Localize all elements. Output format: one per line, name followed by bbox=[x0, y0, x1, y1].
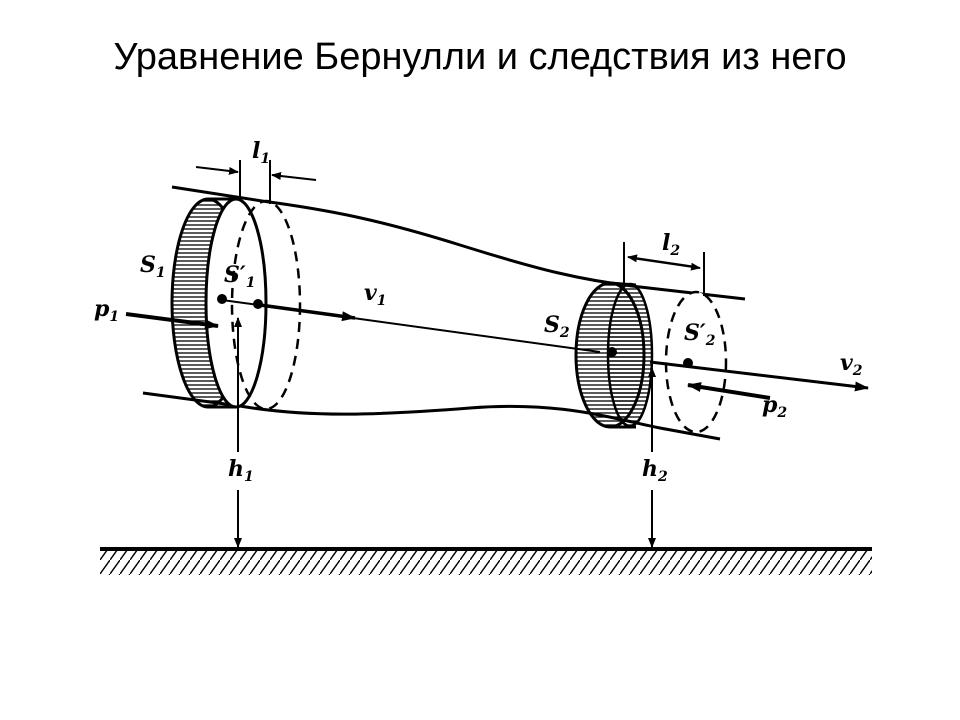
slide-title: Уравнение Бернулли и следствия из него bbox=[113, 36, 847, 78]
label-s2: S2 bbox=[544, 312, 570, 341]
label-s1: S1 bbox=[140, 252, 166, 281]
label-l1: l1 bbox=[252, 138, 270, 167]
left-fluid-slab bbox=[170, 197, 302, 411]
label-v1: v1 bbox=[364, 280, 387, 309]
label-p2: p2 bbox=[762, 392, 787, 421]
s1p-centre-point bbox=[253, 299, 263, 309]
label-h2: h2 bbox=[642, 456, 668, 485]
label-s1-prime: S′1 bbox=[224, 262, 255, 291]
p1-arrow bbox=[125, 312, 219, 330]
label-l2: l2 bbox=[662, 230, 680, 259]
p2-arrow bbox=[687, 382, 771, 400]
label-s2-prime: S′2 bbox=[684, 320, 716, 349]
s1-centre-point bbox=[217, 294, 227, 304]
label-v2: v2 bbox=[840, 350, 863, 379]
label-p1: p1 bbox=[94, 296, 119, 325]
ground bbox=[100, 547, 872, 575]
s2-centre-point bbox=[607, 347, 617, 357]
l1-dimension bbox=[195, 160, 317, 204]
label-h1: h1 bbox=[228, 456, 254, 485]
s2p-centre-point bbox=[683, 358, 693, 368]
l2-dimension bbox=[623, 242, 705, 296]
